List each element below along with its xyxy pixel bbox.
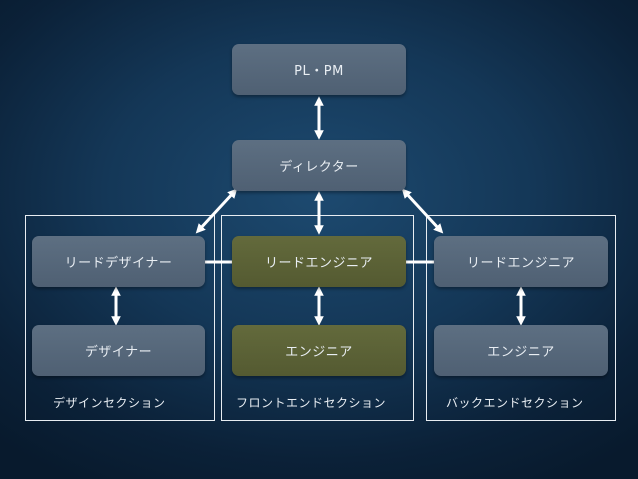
backend-section-label: バックエンドセクション [446,396,584,410]
front-engineer-node: エンジニア [232,325,406,376]
back-lead-engineer-node: リードエンジニア [434,236,608,287]
front-lead-engineer-node: リードエンジニア [232,236,406,287]
director-node: ディレクター [232,140,406,191]
backend-section-frame [426,215,616,421]
designer-node: デザイナー [32,325,205,376]
arrow-director-lead-designer [195,188,238,234]
lead-designer-node: リードデザイナー [32,236,205,287]
frontend-section-label: フロントエンドセクション [236,396,387,410]
design-section-frame [25,215,215,421]
back-engineer-node: エンジニア [434,325,608,376]
design-section-label: デザインセクション [53,396,166,410]
pl-pm-node: PL・PM [232,44,406,95]
arrow-director-back-lead [401,188,444,234]
